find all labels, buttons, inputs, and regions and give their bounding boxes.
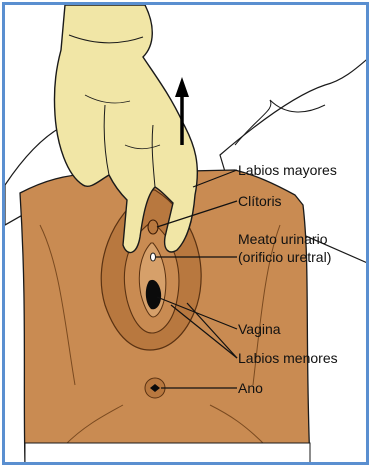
bottom-sheet <box>25 443 310 465</box>
label-labia-minora: Labios menores <box>238 350 338 366</box>
label-urethral-meatus: Meato urinario <box>238 231 328 247</box>
label-urethral-meatus-alt: (orificio uretral) <box>238 249 331 265</box>
diagram-frame: Labios mayores Clítoris Meato urinario (… <box>2 2 369 465</box>
label-vagina: Vagina <box>238 321 281 337</box>
label-labia-majora: Labios mayores <box>238 162 337 178</box>
label-anus: Ano <box>238 380 263 396</box>
urethral-meatus-shape <box>151 253 156 261</box>
clitoris-shape <box>148 220 158 234</box>
label-clitoris: Clítoris <box>238 193 282 209</box>
